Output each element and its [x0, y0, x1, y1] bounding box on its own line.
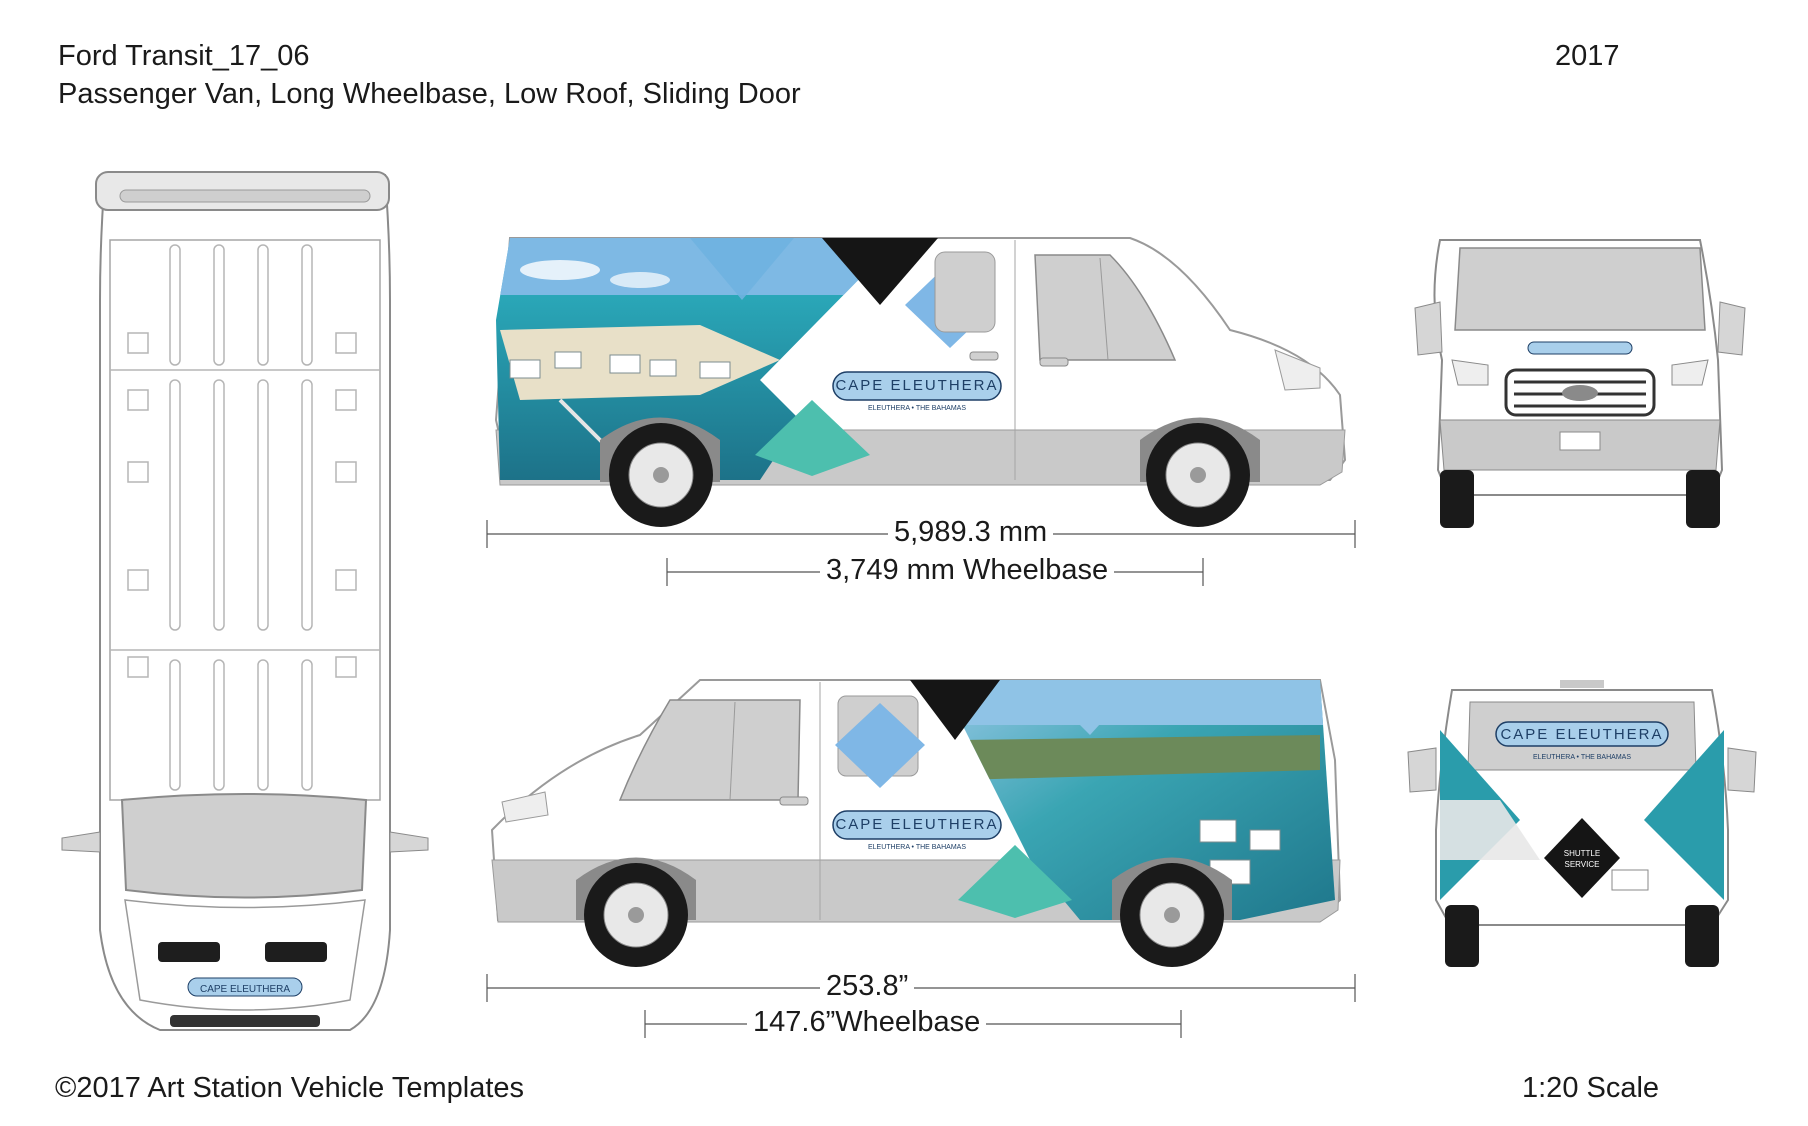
- blue-diamond-2: [835, 703, 925, 788]
- length-imperial-label: 253.8”: [820, 970, 915, 1003]
- rear-logo: CAPE ELEUTHERA ELEUTHERA • THE BAHAMAS: [1495, 721, 1669, 761]
- svg-text:CAPE ELEUTHERA: CAPE ELEUTHERA: [835, 816, 998, 833]
- passenger-side-view: CAPE ELEUTHERA ELEUTHERA • THE BAHAMAS: [490, 679, 1342, 967]
- rear-wheel: [609, 423, 713, 527]
- vehicle-description: Passenger Van, Long Wheelbase, Low Roof,…: [58, 78, 801, 110]
- length-metric-label: 5,989.3 mm: [888, 516, 1054, 549]
- svg-text:ELEUTHERA • THE BAHAMAS: ELEUTHERA • THE BAHAMAS: [1533, 754, 1631, 761]
- teal-diamond: [755, 400, 870, 476]
- driver-side-view: CAPE ELEUTHERA ELEUTHERA • THE BAHAMAS: [494, 237, 1347, 527]
- wheelbase-imperial-label: 147.6”Wheelbase: [747, 1006, 987, 1039]
- scale-label: 1:20 Scale: [1522, 1072, 1660, 1104]
- side-logo-1: CAPE ELEUTHERA ELEUTHERA • THE BAHAMAS: [832, 371, 1002, 412]
- rear-wheel-2: [1120, 863, 1224, 967]
- side-logo-2: CAPE ELEUTHERA ELEUTHERA • THE BAHAMAS: [832, 810, 1002, 851]
- black-diamond: [822, 238, 938, 305]
- front-view: [1414, 239, 1746, 528]
- top-logo-text: CAPE ELEUTHERA: [200, 984, 290, 995]
- svg-text:ELEUTHERA • THE BAHAMAS: ELEUTHERA • THE BAHAMAS: [868, 405, 966, 412]
- black-diamond-2: [910, 680, 1000, 740]
- front-wheel-2: [584, 863, 688, 967]
- teal-diamond-2: [958, 845, 1072, 918]
- vehicle-model-title: Ford Transit_17_06: [58, 40, 310, 72]
- rear-view: SHUTTLE SERVICE CAPE ELEUTHERA ELEUTHERA…: [1407, 680, 1757, 967]
- vehicle-year: 2017: [1555, 40, 1620, 72]
- svg-text:ELEUTHERA • THE BAHAMAS: ELEUTHERA • THE BAHAMAS: [868, 844, 966, 851]
- top-view: CAPE ELEUTHERA: [61, 171, 429, 1031]
- svg-text:SERVICE: SERVICE: [1565, 860, 1600, 869]
- svg-text:CAPE ELEUTHERA: CAPE ELEUTHERA: [835, 377, 998, 394]
- svg-text:CAPE ELEUTHERA: CAPE ELEUTHERA: [1500, 726, 1663, 743]
- shuttle-service-badge: [1544, 818, 1620, 898]
- svg-text:SHUTTLE: SHUTTLE: [1564, 849, 1600, 858]
- front-wheel: [1146, 423, 1250, 527]
- copyright-notice: ©2017 Art Station Vehicle Templates: [55, 1072, 525, 1104]
- wheelbase-metric-label: 3,749 mm Wheelbase: [820, 554, 1115, 587]
